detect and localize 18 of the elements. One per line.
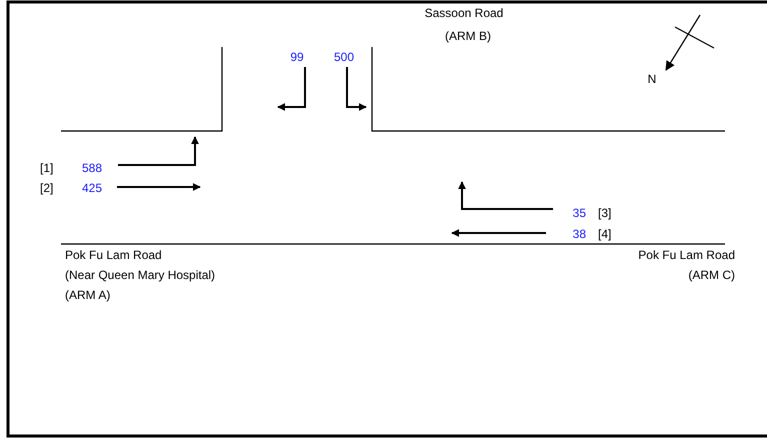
- north-label: N: [648, 72, 656, 86]
- count: 588: [82, 161, 102, 175]
- movement-number: [3]: [598, 206, 612, 220]
- location-note: (Near Queen Mary Hospital): [65, 268, 216, 282]
- arm-label: (ARM A): [65, 288, 110, 302]
- count: 35: [572, 206, 586, 220]
- movement-number: [4]: [598, 227, 612, 241]
- count: 99: [290, 50, 304, 64]
- movement-number: [2]: [40, 181, 54, 195]
- count: 425: [82, 181, 102, 195]
- road-name: Pok Fu Lam Road: [65, 248, 162, 262]
- movement-number: [1]: [40, 161, 54, 175]
- arm-label: (ARM C): [688, 268, 735, 282]
- arm-label: (ARM B): [445, 29, 491, 43]
- count: 500: [334, 50, 354, 64]
- road-name: Pok Fu Lam Road: [638, 248, 735, 262]
- road-name: Sassoon Road: [424, 6, 504, 20]
- count: 38: [572, 227, 586, 241]
